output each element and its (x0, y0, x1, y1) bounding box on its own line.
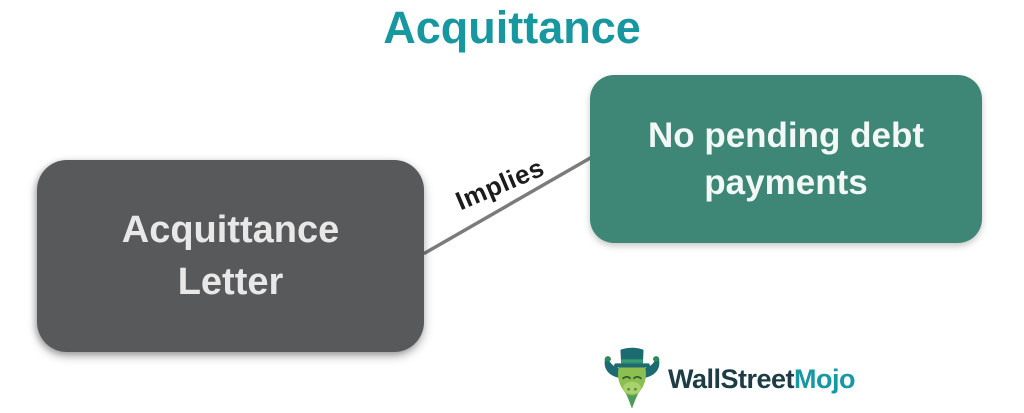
bull-mascot-icon (604, 347, 660, 409)
page-title: Acquittance (383, 2, 641, 53)
wallstreetmojo-logo: WallStreetMojo (598, 343, 856, 411)
acquittance-letter-box: Acquittance Letter (37, 160, 424, 352)
logo-text-primary: WallStreet (668, 363, 795, 394)
implies-label: Implies (451, 152, 549, 217)
no-pending-debt-label: No pending debt payments (647, 115, 925, 202)
acquittance-letter-label: Acquittance Letter (121, 208, 340, 303)
logo-text-accent: Mojo (794, 363, 856, 394)
no-pending-debt-box: No pending debt payments (590, 75, 982, 243)
logo-text: WallStreetMojo (668, 363, 856, 395)
